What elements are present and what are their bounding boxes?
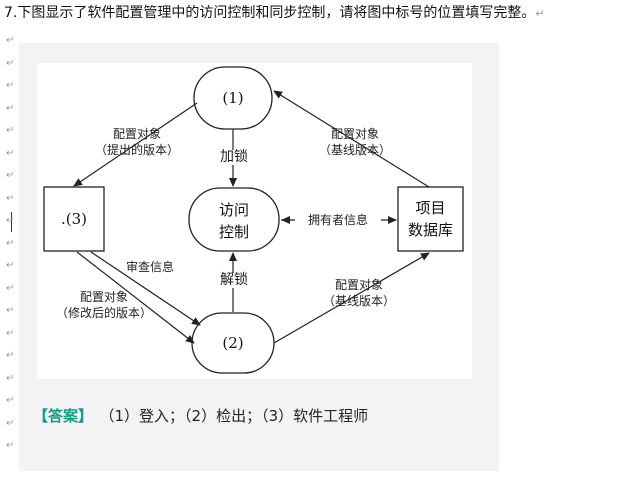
answer-tag: 【答案】 [33, 407, 94, 425]
project-db-label-line2: 数据库 [407, 221, 453, 239]
diagram-canvas [43, 66, 464, 374]
edge-bottom-left-label-2: （修改后的版本） [55, 306, 152, 320]
edge-bottom-right-label-1: 配置对象 [334, 278, 383, 292]
answer-line: 【答案】 （1）登入；（2）检出；（3）软件工程师 [33, 406, 368, 426]
paragraph-mark: ↵ [6, 35, 15, 46]
node-3-label: .(3) [60, 210, 87, 228]
access-control-shape [188, 187, 280, 252]
paragraph-mark: ↵ [6, 440, 15, 451]
edge-top-left-label-2: （提出的版本） [94, 143, 179, 157]
paragraph-mark: ↵ [6, 192, 15, 204]
paragraph-mark: ↵ [6, 215, 15, 226]
edge-node2-to-db [273, 252, 430, 344]
owner-info-label: 拥有者信息 [295, 213, 381, 228]
paragraph-mark: ↵ [6, 327, 15, 339]
question-body: 7.下图显示了软件配置管理中的访问控制和同步控制，请将图中标号的位置填写完整。 [4, 5, 536, 21]
edge-top-right-label-2: （基线版本） [318, 143, 391, 157]
access-control-label-line2: 控制 [218, 223, 249, 241]
paragraph-mark: ↵ [6, 125, 15, 136]
paragraph-mark: ↵ [6, 170, 15, 181]
paragraph-mark: ↵ [6, 237, 15, 249]
node-2-label: (2) [222, 334, 244, 352]
paragraph-mark: ↵ [6, 80, 15, 91]
review-info-label: 审查信息 [125, 260, 174, 274]
edge-node3-to-node2-upper [90, 251, 201, 326]
edge-db-to-node1 [273, 90, 430, 188]
project-db-label-line1: 项目 [415, 199, 446, 217]
paragraph-mark: ↵ [6, 395, 15, 406]
paragraph-mark: ↵ [6, 417, 15, 429]
edge-top-left-label-1: 配置对象 [112, 127, 161, 141]
paragraph-mark: ↵ [6, 372, 15, 384]
lock-label: 加锁 [207, 150, 261, 165]
paragraph-mark: ↵ [6, 350, 15, 361]
config-management-diagram: (1) 访问 控制 (2) .(3) 项目 数据库 加锁 解锁 拥有者信息 审查… [37, 63, 472, 379]
paragraph-mark: ↵ [6, 57, 15, 69]
text-cursor [11, 212, 12, 232]
node-1-label: (1) [222, 89, 244, 107]
edge-bottom-left-label-1: 配置对象 [79, 290, 128, 304]
access-control-label-line1: 访问 [218, 201, 249, 219]
paragraph-mark: ↵ [6, 260, 15, 271]
paragraph-mark: ↵ [6, 305, 15, 316]
unlock-label: 解锁 [207, 273, 261, 288]
paragraph-mark: ↵ [6, 147, 15, 159]
edge-top-right-label-1: 配置对象 [330, 127, 379, 141]
paragraph-mark: ↵ [6, 102, 15, 114]
paragraph-mark: ↵ [535, 7, 545, 20]
owner-info-left-arrowhead [281, 216, 290, 224]
paragraph-mark: ↵ [6, 282, 15, 294]
edge-node1-to-node3 [73, 102, 198, 187]
edge-bottom-right-label-2: （基线版本） [322, 294, 395, 308]
project-db-shape [397, 186, 464, 252]
answer-text: （1）登入；（2）检出；（3）软件工程师 [107, 407, 369, 425]
node-3-shape [43, 186, 105, 252]
edge-node3-to-node2-lower [76, 251, 195, 344]
question-text: 7.下图显示了软件配置管理中的访问控制和同步控制，请将图中标号的位置填写完整。↵ [4, 3, 634, 24]
